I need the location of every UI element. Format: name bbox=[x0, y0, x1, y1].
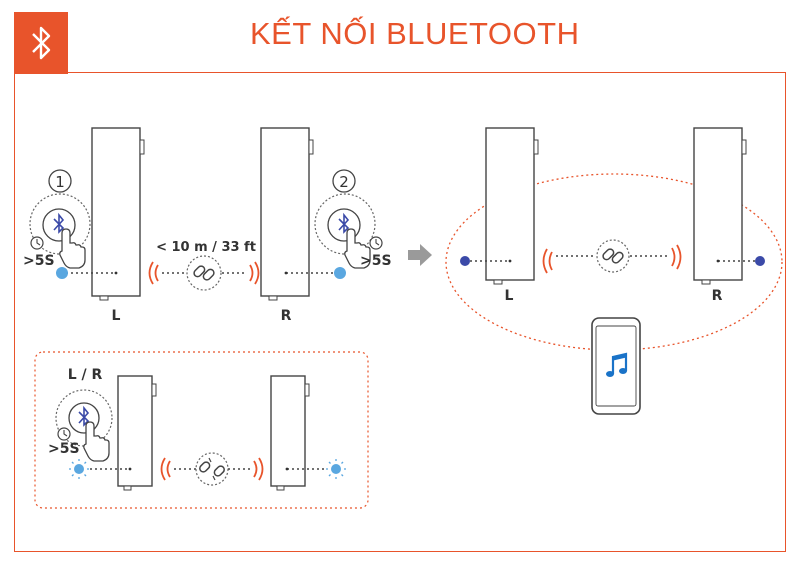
speaker-right-reset bbox=[270, 375, 326, 491]
signal-waves-left bbox=[542, 248, 553, 274]
link-icon bbox=[596, 239, 630, 273]
speaker-right-paired bbox=[693, 127, 756, 285]
led-blinking-icon bbox=[69, 459, 89, 479]
broken-link-icon bbox=[195, 452, 229, 486]
speaker-left-paired bbox=[470, 127, 539, 285]
hold-time-label: >5S bbox=[360, 253, 392, 269]
bluetooth-button-right bbox=[314, 193, 376, 269]
phone-icon bbox=[591, 317, 641, 415]
bluetooth-badge bbox=[14, 12, 68, 74]
timer-icon bbox=[57, 427, 71, 441]
timer-icon bbox=[30, 236, 44, 250]
step1-number: 1 bbox=[55, 173, 65, 191]
signal-waves-right bbox=[253, 457, 264, 481]
step1-number-badge: 1 bbox=[48, 169, 72, 193]
signal-waves-right bbox=[671, 244, 682, 270]
bluetooth-button-reset bbox=[55, 389, 113, 462]
speaker-label-r: R bbox=[712, 288, 723, 304]
led-indicator bbox=[460, 256, 470, 266]
header: KẾT NỐI BLUETOOTH bbox=[0, 0, 800, 74]
speaker-left-reset bbox=[90, 375, 157, 491]
led-indicator bbox=[334, 267, 346, 279]
timer-icon bbox=[369, 236, 383, 250]
signal-waves-left bbox=[160, 457, 171, 481]
distance-label: < 10 m / 33 ft bbox=[156, 240, 256, 255]
step2-number-badge: 2 bbox=[332, 169, 356, 193]
bluetooth-icon bbox=[32, 26, 51, 60]
reset-box bbox=[34, 351, 369, 509]
led-indicator bbox=[56, 267, 68, 279]
speaker-left-step1 bbox=[66, 127, 145, 301]
page-title: KẾT NỐI BLUETOOTH bbox=[250, 16, 580, 51]
led-blinking-icon bbox=[326, 459, 346, 479]
signal-waves-left bbox=[148, 261, 159, 285]
music-note-icon bbox=[606, 352, 628, 377]
speaker-label-l: L bbox=[112, 308, 121, 324]
led-indicator bbox=[755, 256, 765, 266]
reset-label: L / R bbox=[68, 367, 103, 383]
speaker-right-step2 bbox=[260, 127, 334, 301]
speaker-label-r: R bbox=[281, 308, 292, 324]
diagram-frame bbox=[14, 72, 786, 552]
hold-time-label: >5S bbox=[48, 441, 80, 457]
link-icon bbox=[186, 255, 222, 291]
press-hand-icon bbox=[83, 421, 110, 462]
hold-time-label: >5S bbox=[23, 253, 55, 269]
speaker-label-l: L bbox=[505, 288, 514, 304]
arrow-right-icon bbox=[408, 244, 432, 266]
signal-waves-right bbox=[249, 261, 260, 285]
bluetooth-button-left bbox=[29, 193, 91, 269]
step2-number: 2 bbox=[339, 173, 349, 191]
